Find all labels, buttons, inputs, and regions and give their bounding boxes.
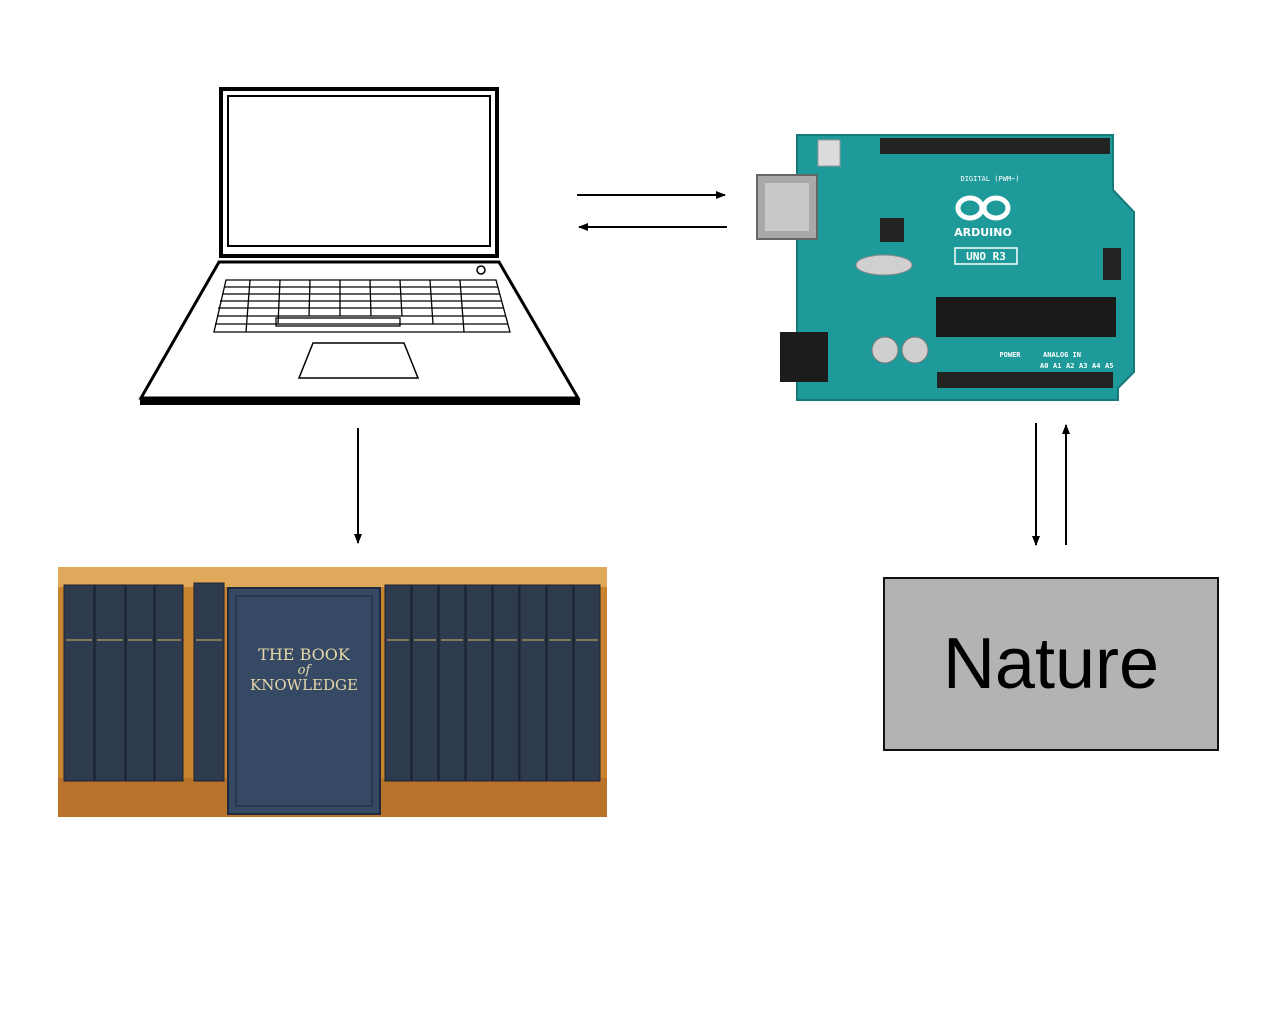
pin-label: A5 (1105, 362, 1113, 370)
book-title-line: of (298, 663, 313, 678)
arduino-board-icon: ARDUINO UNO R3 DIGITAL (PWM~) POWER ANAL… (756, 134, 1135, 401)
pin-label: A2 (1066, 362, 1074, 370)
nature-box: Nature (883, 577, 1219, 751)
board-model-text: UNO R3 (966, 250, 1006, 263)
pin-label: A4 (1092, 362, 1100, 370)
board-analog-text: ANALOG IN (1043, 351, 1081, 359)
board-header-text: DIGITAL (PWM~) (960, 175, 1019, 183)
book-title-line: THE BOOK (258, 645, 351, 664)
pin-label: A1 (1053, 362, 1061, 370)
pin-label: A3 (1079, 362, 1087, 370)
nature-label: Nature (942, 624, 1160, 704)
pin-label: A0 (1040, 362, 1048, 370)
board-power-text: POWER (999, 351, 1021, 359)
keyboard (213, 279, 511, 333)
laptop-icon (138, 87, 581, 405)
book-title-line: KNOWLEDGE (250, 676, 358, 694)
board-brand-text: ARDUINO (954, 226, 1012, 239)
bookshelf-icon: THE BOOK of KNOWLEDGE (58, 567, 607, 817)
touchpad (297, 342, 420, 379)
